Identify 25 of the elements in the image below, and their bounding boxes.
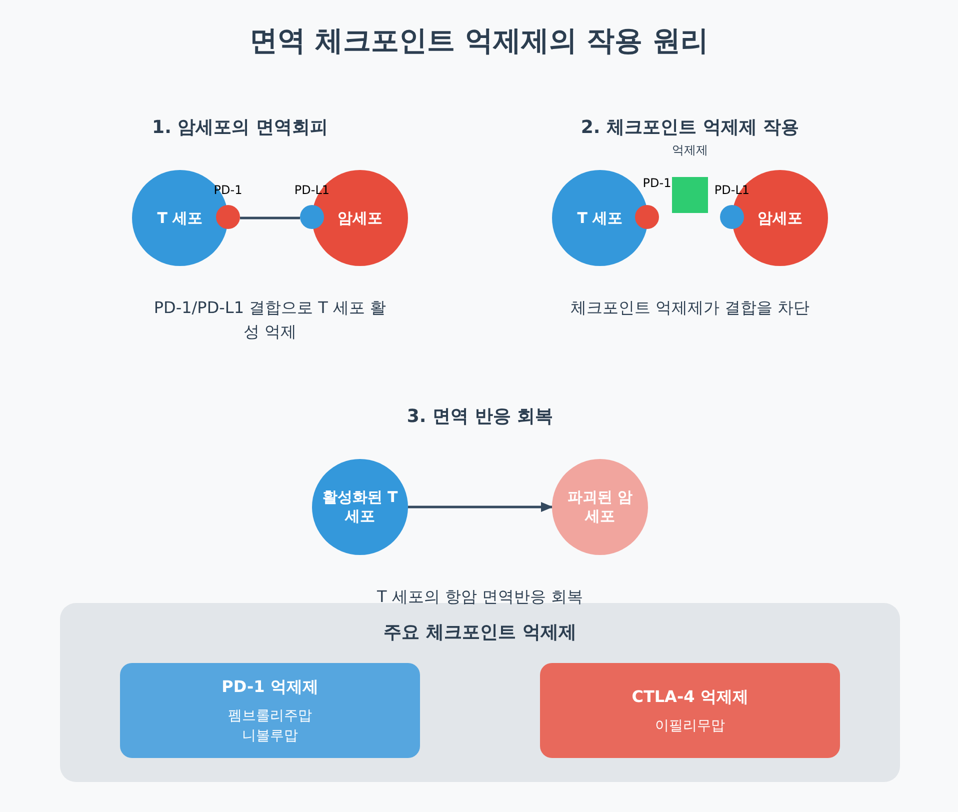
summary-panel xyxy=(60,603,900,782)
cell-label: 활성화된 T 세포 xyxy=(321,488,399,526)
drug-card xyxy=(540,663,840,758)
cell-label: 암세포 xyxy=(338,208,382,228)
card-heading: CTLA-4 억제제 xyxy=(632,686,748,708)
cell-label: T 세포 xyxy=(157,208,203,228)
caption-text: 체크포인트 억제제가 결합을 차단 xyxy=(570,297,810,319)
section-heading: 1. 암세포의 면역회피 xyxy=(151,116,329,140)
cell-label: 암세포 xyxy=(758,208,802,228)
binding-line xyxy=(240,216,300,220)
arrow xyxy=(408,502,553,512)
caption-text: PD-1/PD-L1 결합으로 T 세포 활성 억제 xyxy=(152,297,388,343)
caption-text: T 세포의 항암 면역반응 회복 xyxy=(376,586,584,608)
marker-label: PD-1 xyxy=(642,177,672,189)
drug-card xyxy=(120,663,420,758)
marker-label: 억제제 xyxy=(672,144,708,156)
cell-label: T 세포 xyxy=(577,208,623,228)
section-heading: 2. 체크포인트 억제제 작용 xyxy=(580,116,800,140)
drug-names: 이필리무맙 xyxy=(654,716,726,736)
card-heading: PD-1 억제제 xyxy=(222,676,318,698)
cell-label: 파괴된 암세포 xyxy=(566,488,634,526)
diagram-title: 면역 체크포인트 억제제의 작용 원리 xyxy=(250,23,708,59)
drug-names: 펨브롤리주맙 니볼루맙 xyxy=(227,707,313,746)
card-heading: 주요 체크포인트 억제제 xyxy=(384,621,576,645)
section-heading: 3. 면역 반응 회복 xyxy=(406,405,554,429)
